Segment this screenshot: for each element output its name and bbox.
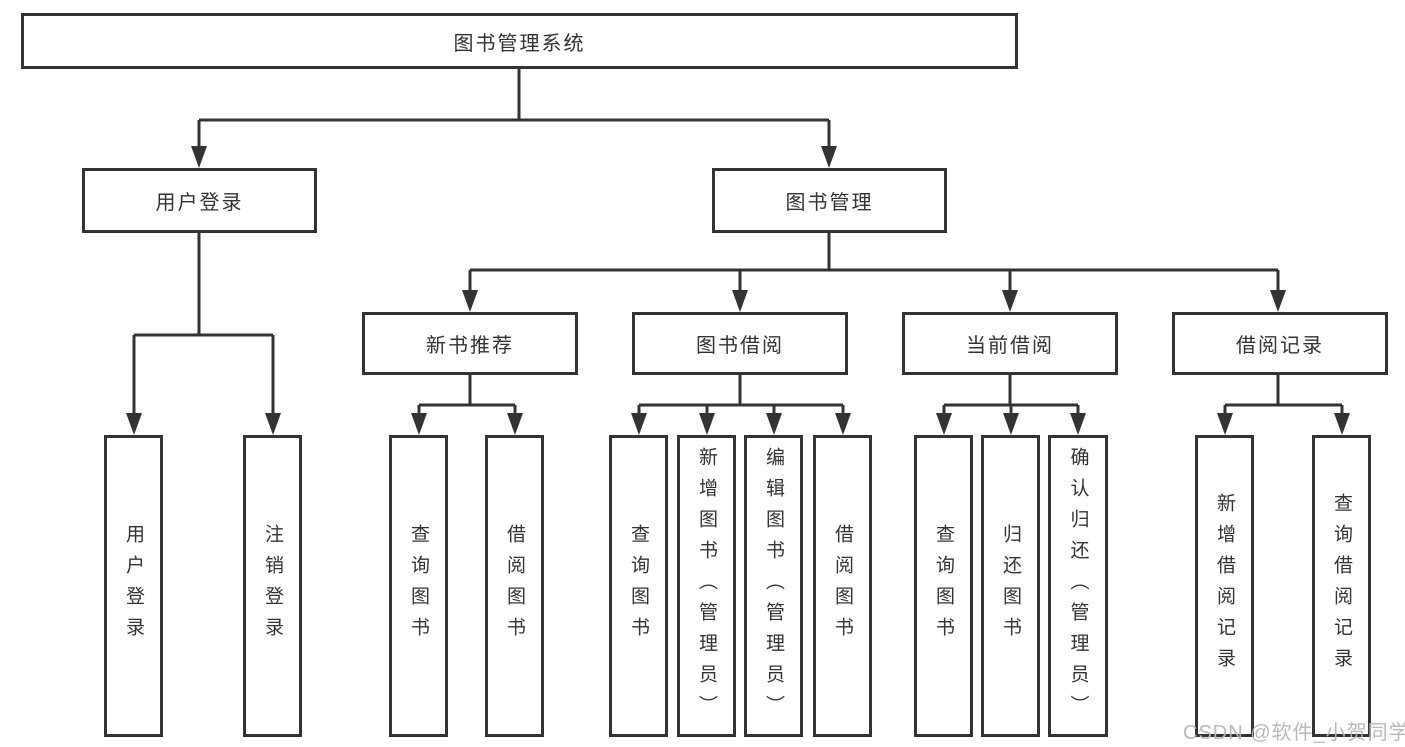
connector-root-to-level2 [191,69,837,168]
leaf-logout-login: 注销登录 [243,435,302,737]
node-borrow-records: 借阅记录 [1172,312,1388,375]
leaf-return-book-label: 归还图书 [1000,524,1021,648]
leaf-query-borrow-record: 查询借阅记录 [1312,435,1371,737]
leaf-user-login: 用户登录 [104,435,163,737]
leaf-query-books-borrow: 查询图书 [609,435,668,737]
leaf-query-books-current: 查询图书 [914,435,973,737]
node-book-management: 图书管理 [712,168,947,233]
leaf-query-books-borrow-label: 查询图书 [628,524,649,648]
leaf-return-book: 归还图书 [981,435,1040,737]
leaf-borrow-books-borrow-label: 借阅图书 [832,524,853,648]
connector-book-mgmt-to-level3 [462,233,1286,312]
leaf-borrow-books-newbook-label: 借阅图书 [504,524,525,648]
connector-current-borrow-children [936,375,1086,435]
leaf-query-books-newbook: 查询图书 [389,435,448,737]
leaf-query-borrow-record-label: 查询借阅记录 [1331,493,1352,679]
node-library-management-system: 图书管理系统 [21,13,1018,69]
connector-borrow-records-children [1217,375,1350,435]
leaf-borrow-books-borrow: 借阅图书 [813,435,872,737]
connector-user-login-children [126,233,281,435]
leaf-add-borrow-record-label: 新增借阅记录 [1214,493,1235,679]
leaf-confirm-return-admin-label: 确认归还（管理员） [1067,446,1089,726]
leaf-add-borrow-record: 新增借阅记录 [1195,435,1254,737]
leaf-add-book-admin-label: 新增图书（管理员） [696,446,717,726]
node-current-borrow: 当前借阅 [902,312,1118,375]
csdn-watermark: CSDN @软件_小贺同学 [1183,722,1405,744]
node-new-book-recommend: 新书推荐 [362,312,578,375]
leaf-query-books-current-label: 查询图书 [933,524,954,648]
leaf-borrow-books-newbook: 借阅图书 [485,435,544,737]
leaf-edit-book-admin-label: 编辑图书（管理员） [763,446,784,726]
leaf-user-login-label: 用户登录 [123,524,144,648]
node-user-login: 用户登录 [82,168,317,233]
leaf-add-book-admin: 新增图书（管理员） [677,435,736,737]
node-book-borrow: 图书借阅 [632,312,848,375]
connector-book-borrow-children [631,375,851,435]
leaf-logout-login-label: 注销登录 [262,524,283,648]
connector-new-book-children [411,375,523,435]
leaf-query-books-newbook-label: 查询图书 [408,524,429,648]
leaf-confirm-return-admin: 确认归还（管理员） [1048,435,1108,737]
leaf-edit-book-admin: 编辑图书（管理员） [744,435,803,737]
